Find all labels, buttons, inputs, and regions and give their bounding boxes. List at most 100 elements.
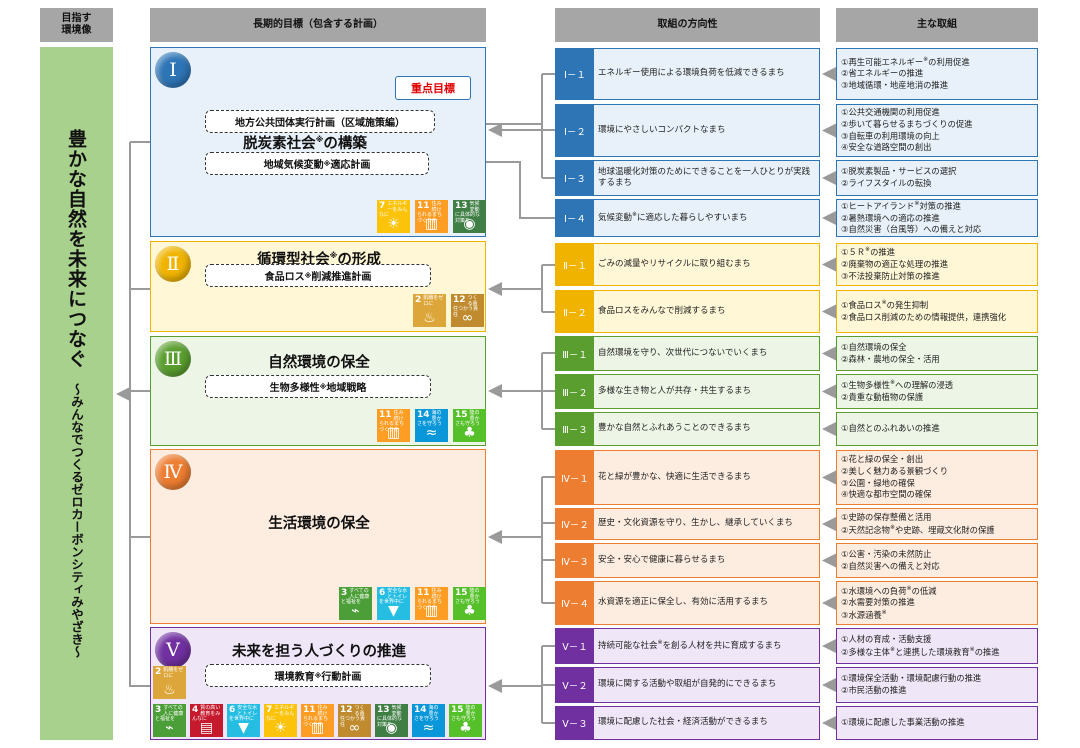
action-item: ③水源涵養※ — [841, 608, 887, 620]
direction-code: Ⅰ－３ — [556, 161, 594, 195]
direction-text: 持続可能な社会※を創る人材を共に育成するまち — [598, 639, 782, 652]
tree-icon: ♣ — [463, 603, 476, 619]
sdg-label: すべての人に健康と福祉を — [155, 705, 184, 722]
direction-text: 自然環境を守り、次世代につないでいくまち — [598, 347, 768, 358]
direction-code: Ⅴ－３ — [556, 707, 594, 739]
action-item: ①花と緑の保全・創出 — [841, 453, 924, 464]
sdg-label: 陸の豊かさも守ろう — [455, 588, 481, 605]
direction-code: Ⅲ－１ — [556, 337, 594, 370]
sdg-label: 飢餓をゼロに — [423, 295, 444, 307]
sdg-number: 3 — [341, 588, 348, 598]
vision-main: 豊かな自然を未来につなぐ — [65, 129, 87, 369]
included-plan: 地方公共団体実行計画（区域施策編） — [205, 110, 435, 133]
included-plan: 生物多様性※地域戦略 — [205, 375, 431, 398]
sdg-number: 6 — [229, 705, 236, 715]
water-icon: ▼ — [388, 603, 399, 619]
action-list-16: ①環境に配慮した事業活動の推進 — [836, 706, 1038, 740]
direction-text: 花と緑が豊かな、快適に生活できるまち — [598, 471, 751, 482]
action-item: ②市民活動の推進 — [841, 685, 907, 695]
sdg-label: 海の豊かさを守ろう — [417, 410, 443, 427]
direction-text: エネルギー使用による環境負荷を低減できるまち — [598, 68, 785, 79]
header-vision: 目指す 環境像 — [40, 8, 113, 42]
direction-code: Ⅲ－２ — [556, 375, 594, 408]
direction-code: Ⅴ－２ — [556, 668, 594, 702]
goal-number-badge: Ⅲ — [155, 341, 191, 377]
sdg-label: 安全な水とトイレを世界中に — [379, 588, 408, 605]
sdg-label: 気候変動に具体的な対策を — [455, 201, 481, 224]
action-item: ②省エネルギーの推進 — [841, 68, 924, 79]
action-item: ③地域循環・地産地消の推進 — [841, 80, 949, 91]
direction-code: Ⅱ－１ — [556, 244, 594, 285]
sdg-number: 3 — [155, 705, 162, 715]
sdg-number: 14 — [417, 410, 430, 420]
direction-text: 水資源を適正に保全し、有効に活用するまち — [598, 597, 769, 608]
direction-code: Ⅲ－３ — [556, 413, 594, 445]
sdg-number: 11 — [417, 588, 430, 598]
action-item: ①食品ロス※の発生抑制 — [841, 299, 929, 311]
priority-goal-badge: 重点目標 — [395, 76, 471, 100]
sdg-label: つくる責任つかう責任 — [340, 705, 366, 728]
direction-text: 気候変動※に適応した暮らしやすいまち — [598, 211, 748, 224]
action-item: ①再生可能エネルギー※の利用促進 — [841, 55, 970, 67]
sdg-number: 2 — [155, 667, 162, 677]
sdg-number: 6 — [379, 588, 386, 598]
direction-text: ごみの減量やリサイクルに取り組むまち — [598, 258, 751, 269]
action-item: ①環境に配慮した事業活動の推進 — [841, 717, 965, 728]
sdg-number: 11 — [379, 410, 392, 420]
goal-number-badge: Ⅴ — [155, 632, 191, 668]
action-item: ③自然災害（台風等）への備えと対応 — [841, 224, 982, 235]
direction-code: Ⅰ－１ — [556, 49, 594, 99]
city-icon: ▥ — [424, 603, 439, 619]
sdg-number: 7 — [266, 705, 273, 715]
sdg-label: 住み続けられるまちづくりを — [417, 588, 443, 611]
action-item: ①生物多様性※への理解の浸透 — [841, 379, 954, 391]
sdg-number: 14 — [414, 705, 427, 715]
eye-icon: ◉ — [463, 216, 476, 232]
infinity-icon: ∞ — [461, 310, 474, 326]
heartbeat-icon: ⌁ — [351, 603, 360, 619]
action-item: ①５Ｒ※の推進 — [841, 246, 895, 258]
sdg-label: 陸の豊かさも守ろう — [451, 705, 477, 722]
sdg-number: 7 — [379, 201, 386, 211]
sdg-number: 2 — [415, 295, 422, 305]
direction-code: Ⅳ－２ — [556, 509, 594, 539]
action-item: ②森林・農地の保全・活用 — [841, 353, 940, 364]
direction-text: 豊かな自然とふれあうことのできるまち — [598, 423, 751, 434]
action-item: ③自転車の利用環境の向上 — [841, 130, 940, 141]
sdg-number: 13 — [455, 201, 468, 211]
direction-text: 安全・安心で健康に暮らせるまち — [598, 554, 726, 565]
goal-number-badge: Ⅳ — [155, 454, 191, 490]
action-item: ①公害・汚染の未然防止 — [841, 548, 932, 559]
sdg-label: エネルギーをみんなに — [379, 201, 408, 218]
sdg-number: 13 — [377, 705, 390, 715]
included-plan: 地域気候変動※適応計画 — [205, 152, 429, 175]
sdg-number: 15 — [451, 705, 464, 715]
action-item: ③公園・緑地の確保 — [841, 477, 915, 488]
action-item: ①脱炭素製品・サービスの選択 — [841, 166, 957, 177]
sdg-label: 住み続けられるまちづくりを — [303, 705, 329, 728]
